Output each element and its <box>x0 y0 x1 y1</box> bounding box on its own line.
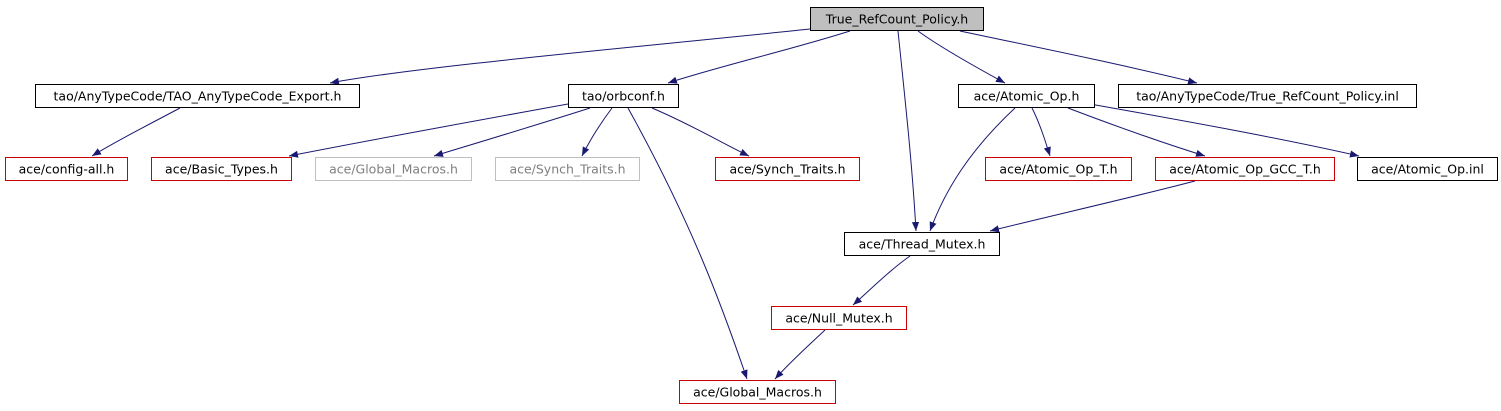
edge-tao-orbconf-to-ace-synch-traits-red <box>651 107 750 157</box>
node-root[interactable]: True_RefCount_Policy.h <box>810 7 984 31</box>
node-box <box>1155 157 1335 181</box>
node-box <box>958 84 1095 108</box>
node-label: ace/Global_Macros.h <box>329 162 458 177</box>
node-label: ace/config-all.h <box>19 162 115 177</box>
edge-tao-orbconf-to-ace-global-macros-gray <box>433 107 591 157</box>
edge-root-to-tao-inl <box>959 30 1198 85</box>
node-ace-thread-mutex[interactable]: ace/Thread_Mutex.h <box>844 232 1000 256</box>
node-layer: True_RefCount_Policy.h tao/AnyTypeCode/TA… <box>5 7 1498 404</box>
node-box <box>844 232 1000 256</box>
edge-layer <box>91 28 1360 380</box>
node-ace-null-mutex[interactable]: ace/Null_Mutex.h <box>771 306 907 330</box>
node-label: ace/Basic_Types.h <box>165 162 278 177</box>
edge-ace-atomic-op-to-ace-thread-mutex <box>929 107 1016 232</box>
node-ace-atomic-op-gcc-t[interactable]: ace/Atomic_Op_GCC_T.h <box>1155 157 1335 181</box>
node-ace-atomic-op-t[interactable]: ace/Atomic_Op_T.h <box>985 157 1132 181</box>
node-box <box>151 157 292 181</box>
node-box <box>810 7 984 31</box>
node-label: tao/AnyTypeCode/True_RefCount_Policy.inl <box>1136 89 1399 104</box>
node-box <box>568 84 679 108</box>
edge-ace-atomic-op-to-ace-atomic-op-gcc-t <box>1067 107 1206 157</box>
edge-tao-orbconf-to-ace-synch-traits-gray <box>581 107 613 157</box>
node-box <box>1357 157 1498 181</box>
node-ace-synch-traits-gray: ace/Synch_Traits.h <box>495 157 640 181</box>
edge-ace-null-mutex-to-ace-global-macros-red <box>774 329 826 380</box>
node-box <box>5 157 128 181</box>
node-label: ace/Synch_Traits.h <box>729 162 845 177</box>
edge-root-to-ace-atomic-op <box>917 30 1006 84</box>
node-box <box>495 157 640 181</box>
edge-root-to-tao-orbconf <box>667 30 851 84</box>
node-tao-orbconf[interactable]: tao/orbconf.h <box>568 84 679 108</box>
node-label: True_RefCount_Policy.h <box>825 12 968 27</box>
node-label: tao/AnyTypeCode/TAO_AnyTypeCode_Export.h <box>54 89 342 104</box>
edge-ace-atomic-op-to-ace-atomic-op-inl <box>1089 103 1360 158</box>
node-ace-config-all[interactable]: ace/config-all.h <box>5 157 128 181</box>
node-label: ace/Thread_Mutex.h <box>859 237 986 252</box>
node-label: ace/Null_Mutex.h <box>785 311 892 326</box>
node-box <box>315 157 472 181</box>
node-label: tao/orbconf.h <box>582 89 665 104</box>
node-ace-synch-traits-red[interactable]: ace/Synch_Traits.h <box>715 157 860 181</box>
node-label: ace/Atomic_Op_GCC_T.h <box>1169 162 1321 177</box>
edge-tao-orbconf-to-ace-global-macros-red <box>627 107 748 380</box>
node-box <box>771 306 907 330</box>
node-box <box>1118 84 1417 108</box>
edge-ace-thread-mutex-to-ace-null-mutex <box>852 255 911 306</box>
node-ace-global-macros-gray: ace/Global_Macros.h <box>315 157 472 181</box>
node-box <box>35 84 360 108</box>
node-label: ace/Synch_Traits.h <box>509 162 625 177</box>
node-label: ace/Atomic_Op.h <box>974 89 1080 104</box>
node-ace-basic-types[interactable]: ace/Basic_Types.h <box>151 157 292 181</box>
node-ace-atomic-op-inl[interactable]: ace/Atomic_Op.inl <box>1357 157 1498 181</box>
node-ace-global-macros-red[interactable]: ace/Global_Macros.h <box>679 380 836 404</box>
node-ace-atomic-op[interactable]: ace/Atomic_Op.h <box>958 84 1095 108</box>
edge-tao-orbconf-to-ace-basic-types <box>288 103 569 158</box>
node-box <box>679 380 836 404</box>
edge-tao-export-to-ace-config-all <box>91 107 181 157</box>
edge-root-to-ace-thread-mutex <box>897 30 920 232</box>
node-label: ace/Global_Macros.h <box>693 385 822 400</box>
edge-ace-atomic-op-to-ace-atomic-op-t <box>1031 107 1051 157</box>
node-box <box>985 157 1132 181</box>
edge-root-to-tao-export <box>329 28 811 85</box>
edge-ace-atomic-op-gcc-t-to-ace-thread-mutex <box>989 180 1196 233</box>
node-label: ace/Atomic_Op.inl <box>1371 162 1484 177</box>
node-label: ace/Atomic_Op_T.h <box>999 162 1117 177</box>
node-tao-export[interactable]: tao/AnyTypeCode/TAO_AnyTypeCode_Export.h <box>35 84 360 108</box>
node-box <box>715 157 860 181</box>
node-tao-inl[interactable]: tao/AnyTypeCode/True_RefCount_Policy.inl <box>1118 84 1417 108</box>
